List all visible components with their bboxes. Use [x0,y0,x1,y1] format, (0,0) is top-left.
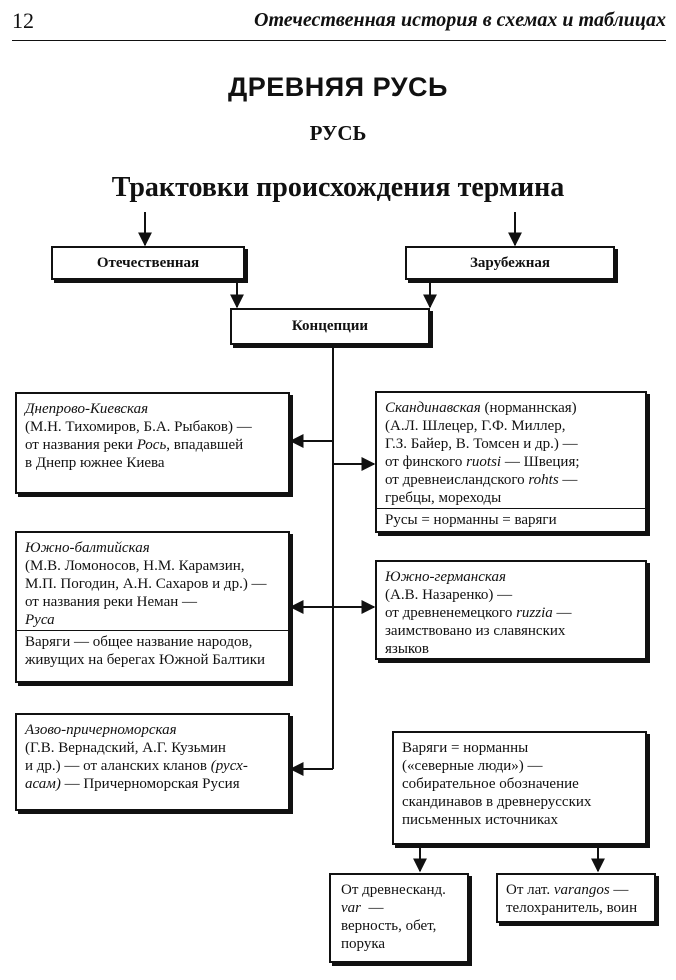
domestic-label: Отечественная [96,254,200,271]
etymology-line: порука [341,936,386,952]
concept-origin-line: от древненемецкого ruzzia — [385,605,572,621]
concept-authors: Г.З. Байер, В. Томсен и др.) — [385,436,578,452]
concept-title-line: Скандинавская (норманнская) [385,400,577,416]
concept-authors: М.П. Погодин, А.Н. Сахаров и др.) — [25,576,267,592]
definition-line: скандинавов в древнерусских [402,794,592,810]
subsection-title: РУСЬ [309,121,367,145]
etymology-old-scandinavian: От древнесканд. var — верность, обет, по… [329,873,469,963]
concept-south-german: Южно-германская (А.В. Назаренко) — от др… [375,560,647,660]
concept-authors: (А.В. Назаренко) — [385,587,513,603]
etymology-line: От древнесканд. [341,882,446,898]
concept-name: Южно-балтийская [25,540,150,556]
domestic-box: Отечественная [51,246,245,280]
concept-authors: (А.Л. Шлецер, Г.Ф. Миллер, [385,418,566,434]
etymology-line: От лат. varangos — [506,882,629,898]
concept-origin-line: асам) — Причерноморская Русия [25,776,240,792]
etymology-latin: От лат. varangos — телохранитель, воин [496,873,656,923]
concept-dnepr-kiev: Днепрово-Киевская (М.Н. Тихомиров, Б.А. … [15,392,290,494]
concept-origin-line: заимствовано из славянских [385,623,566,639]
page-number: 12 [12,8,34,33]
divider [377,508,645,509]
concept-authors: (Г.В. Вернадский, А.Г. Кузьмин [25,740,226,756]
varyagi-definition: Варяги = норманны («северные люди») — со… [392,731,647,845]
definition-line: собирательное обозначение [402,776,579,792]
concept-name: Днепрово-Киевская [25,401,149,417]
concept-scandinavian: Скандинавская (норманнская) (А.Л. Шлецер… [375,391,647,533]
etymology-line: телохранитель, воин [506,900,638,916]
definition-line: Варяги = норманны [402,740,529,756]
concept-authors: (М.В. Ломоносов, Н.М. Карамзин, [25,558,245,574]
concept-origin-line: в Днепр южнее Киева [25,455,165,471]
concept-azov-black-sea: Азово-причерноморская (Г.В. Вернадский, … [15,713,290,811]
section-title: ДРЕВНЯЯ РУСЬ [228,72,448,102]
concept-name: Южно-германская [385,569,507,585]
concept-origin-line: от названия реки Рось, впадавшей [25,437,244,453]
concept-name: Азово-причерноморская [25,722,177,738]
divider [17,630,288,631]
concept-conclusion: живущих на берегах Южной Балтики [25,652,266,668]
diagram-title: Трактовки происхождения термина [111,172,565,203]
concept-conclusion: Русы = норманны = варяги [385,512,557,528]
river-name: Руса [25,612,55,628]
concepts-label: Концепции [291,318,369,334]
etymology-line: верность, обет, [341,918,437,934]
definition-line: («северные люди») — [402,758,543,774]
running-title: Отечественная история в схемах и таблица… [254,9,666,31]
concept-origin-line: от финского ruotsi — Швеция; [385,454,580,470]
concept-origin-line: гребцы, мореходы [385,490,502,506]
concept-conclusion: Варяги — общее название народов, [25,634,253,650]
concept-name: Скандинавская [385,400,481,416]
concept-origin-line: и др.) — от аланских кланов (русх- [25,758,248,774]
etymology-line: var — [341,900,384,916]
concept-south-baltic: Южно-балтийская (М.В. Ломоносов, Н.М. Ка… [15,531,290,683]
concepts-box: Концепции [230,308,430,345]
header-rule [12,40,666,41]
definition-line: письменных источниках [402,812,559,828]
concept-origin-line: от древнеисландского rohts — [385,472,578,488]
concept-authors: (М.Н. Тихомиров, Б.А. Рыбаков) — [25,419,252,435]
foreign-label: Зарубежная [470,254,550,271]
foreign-box: Зарубежная [405,246,615,280]
concept-origin-line: от названия реки Неман — [25,594,198,610]
river-name: Рось [136,437,167,453]
concept-origin-line: языков [385,641,430,657]
